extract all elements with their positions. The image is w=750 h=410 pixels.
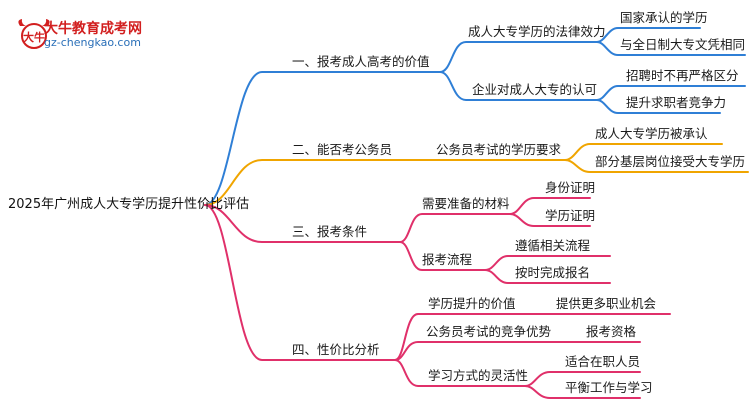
branch-label: 三、报考条件 <box>292 224 368 239</box>
node-label: 公务员考试的学历要求 <box>436 142 562 157</box>
leaf-label: 成人大专学历被承认 <box>595 126 708 141</box>
leaf-label: 招聘时不再严格区分 <box>626 68 739 83</box>
leaf-label: 与全日制大专文凭相同 <box>620 37 746 52</box>
connector-root-b4 <box>204 204 396 361</box>
leaf-label: 部分基层岗位接受大专学历 <box>595 154 746 169</box>
leaf-label: 身份证明 <box>545 180 596 195</box>
connector-b1-c1 <box>439 41 598 73</box>
leaf-label: 平衡工作与学习 <box>565 380 653 395</box>
brand-title: 大牛教育成考网 <box>44 21 142 37</box>
connector-root-b2 <box>204 159 421 206</box>
branch-label: 四、性价比分析 <box>292 342 380 357</box>
branch-label: 一、报考成人高考的价值 <box>292 54 430 69</box>
leaf-label: 适合在职人员 <box>565 354 641 369</box>
leaf-label: 报考资格 <box>586 324 637 339</box>
connector-b1-c2 <box>439 71 598 101</box>
connector-root-b3 <box>204 204 401 243</box>
leaf-label: 遵循相关流程 <box>515 238 591 253</box>
leaf-label: 国家承认的学历 <box>620 10 708 25</box>
node-label: 学习方式的灵活性 <box>428 368 529 383</box>
leaf-label: 提供更多职业机会 <box>556 296 657 311</box>
node-label: 公务员考试的竞争优势 <box>426 324 552 339</box>
connector-b3c1-l2 <box>509 213 591 227</box>
connector-b4-c2 <box>394 341 566 361</box>
connector-b4-c3 <box>394 359 526 387</box>
connector-c1-l2 <box>596 41 746 56</box>
connector-b2c1-l2 <box>564 159 749 173</box>
node-label: 成人大专学历的法律效力 <box>468 24 606 39</box>
node-label: 报考流程 <box>422 252 473 267</box>
connector-b4c3-l2 <box>524 385 641 399</box>
node-label: 需要准备的材料 <box>422 196 510 211</box>
brand-header: 大牛 大牛教育成考网 gz-chengkao.com <box>14 14 164 56</box>
logo-text: 大牛 <box>23 30 45 44</box>
connector-b3c2-l2 <box>484 269 611 284</box>
branch-label: 二、能否考公务员 <box>292 142 393 157</box>
leaf-label: 学历证明 <box>545 208 596 223</box>
leaf-label: 按时完成报名 <box>515 265 591 280</box>
mindmap-root: 2025年广州成人大专学历提升性价比评估 <box>8 197 250 212</box>
connector-b3-c1 <box>399 213 511 243</box>
connector-root-b1 <box>204 71 441 206</box>
ox-logo-icon: 大牛 <box>18 19 50 49</box>
connector-b3-c2 <box>399 241 486 271</box>
brand-url: gz-chengkao.com <box>44 36 141 49</box>
node-label: 学历提升的价值 <box>428 296 516 311</box>
leaf-label: 提升求职者竞争力 <box>626 95 727 110</box>
connector-c2-l2 <box>596 99 721 114</box>
node-label: 企业对成人大专的认可 <box>472 82 598 97</box>
